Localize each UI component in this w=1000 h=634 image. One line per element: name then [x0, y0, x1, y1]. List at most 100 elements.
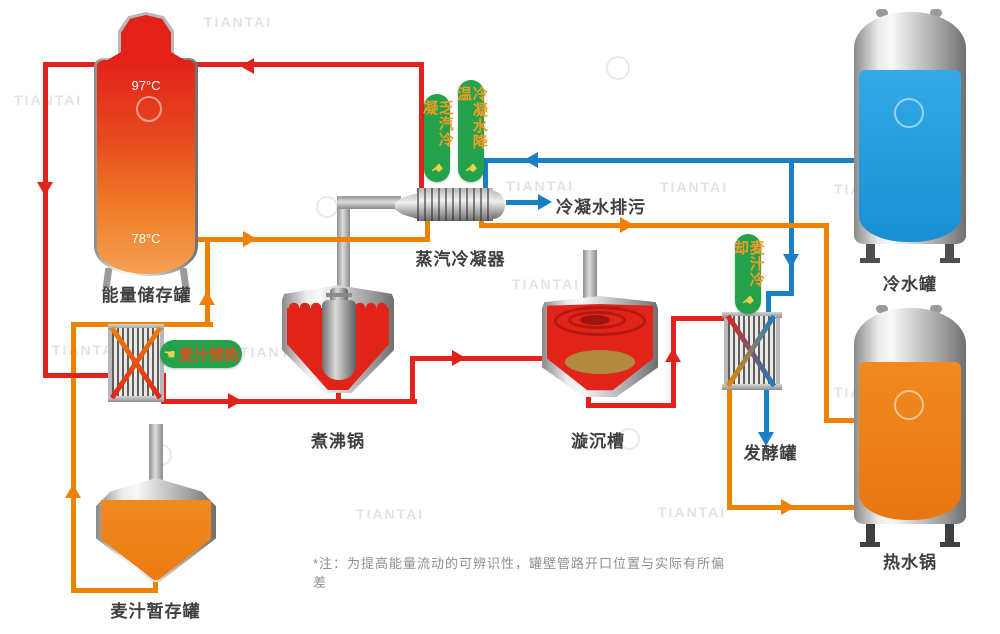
- label-hot-water-tank: 热水锅: [883, 553, 937, 572]
- flow-arrow-right: [620, 217, 634, 233]
- pipe-condenser-hot-riser: [419, 62, 424, 192]
- condenser-right-cap: [491, 191, 505, 219]
- label-steam-condenser: 蒸汽冷凝器: [415, 250, 506, 269]
- energy-storage-tank: 97°C 78°C: [94, 12, 198, 312]
- label-whirlpool: 漩沉槽: [571, 432, 625, 451]
- hand-pointer-icon: ☚: [427, 158, 447, 180]
- temp-bottom-label: 78°C: [131, 231, 161, 246]
- label-energy-tank: 能量储存罐: [101, 286, 192, 305]
- flow-arrow-right: [228, 393, 242, 409]
- pipe-wort-manifold: [161, 399, 417, 404]
- badge-condensate-cooling: 冷凝水降温 ☚: [455, 80, 488, 182]
- calandria-cap-bar: [326, 293, 352, 297]
- tank-leg: [866, 232, 875, 262]
- flow-arrow-right: [452, 350, 466, 366]
- pipe-condenser-to-hotwater: [479, 223, 829, 228]
- footnote: *注：为提高能量流动的可辨识性，罐壁管路开口位置与实际有所偏差: [313, 556, 726, 590]
- tank-leg: [945, 512, 954, 546]
- badge-label: 麦汁冷却: [732, 240, 765, 288]
- preheat-cross-flow: [109, 326, 163, 400]
- tank-nub: [876, 305, 888, 313]
- badge-wort-cooling: 麦汁冷却 ☚: [732, 234, 765, 314]
- watermark-text: TIANTAI: [52, 342, 121, 358]
- hot-water-tank: [854, 305, 966, 561]
- pipe-condenser-bottom-left: [425, 216, 430, 242]
- pipe-97c-left-drop: [43, 62, 48, 378]
- watermark-text: TIANTAI: [506, 178, 575, 194]
- pipe-whirlpool-outlet-stub: [586, 386, 591, 408]
- badge-label: 乏汽冷凝: [421, 100, 454, 148]
- pipe-buffer-outlet: [71, 588, 158, 593]
- label-condensate-drain: 冷凝水排污: [556, 198, 646, 217]
- pipe-hot-wort-into-cooler: [671, 316, 741, 321]
- label-fermenter: 发酵罐: [743, 444, 798, 463]
- exchanger-bottom-flange: [722, 384, 782, 390]
- temp-top-label: 97°C: [131, 78, 161, 93]
- badge-steam-condensing: 乏汽冷凝 ☚: [421, 94, 454, 182]
- exchanger-pillar: [724, 316, 728, 386]
- buffer-wort: [101, 500, 211, 580]
- watermark-text: TIANTAI: [512, 276, 581, 292]
- exchanger-pillar: [108, 328, 112, 398]
- pipe-condenser-bottom-right: [479, 216, 484, 228]
- pipe-condensate-drain: [506, 200, 540, 205]
- label-wort-buffer-tank: 麦汁暂存罐: [110, 602, 201, 621]
- exchanger-bottom-flange: [108, 396, 164, 402]
- swirl-ring-inner: [580, 315, 610, 325]
- exchanger-pillar: [160, 328, 164, 398]
- hand-pointer-icon: ☚: [461, 158, 481, 180]
- tank-foot: [940, 542, 960, 547]
- tank-hot-liquid: [97, 60, 195, 274]
- flow-arrow-up: [199, 291, 215, 305]
- pipe-cooler-warm-out: [727, 386, 732, 510]
- hand-pointer-icon: ☚: [738, 290, 758, 312]
- tank-leg: [866, 512, 875, 546]
- seal-watermark: [316, 196, 338, 218]
- tank-foot: [940, 258, 960, 263]
- label-cold-water-tank: 冷水罐: [883, 275, 937, 294]
- whirlpool-tank: [542, 250, 658, 398]
- pipe-78c-to-condenser: [193, 237, 430, 242]
- flow-arrow-up: [65, 484, 81, 498]
- pipe-coldwater-to-condenser: [483, 158, 488, 194]
- seal-watermark: [606, 56, 630, 80]
- tank-nub: [930, 9, 942, 17]
- watermark-text: TIANTAI: [204, 14, 273, 30]
- watermark-text: TIANTAI: [660, 179, 729, 195]
- steam-pipe-vertical: [337, 196, 350, 294]
- badge-label: 麦汁预热: [178, 346, 239, 364]
- pipe-coldwater-jog: [766, 291, 794, 296]
- pipe-whirlpool-inlet: [410, 356, 550, 361]
- pipe-buffer-riser: [71, 322, 76, 592]
- boil-kettle: [282, 284, 394, 394]
- tank-foot: [860, 542, 880, 547]
- flow-arrow-right: [243, 231, 257, 247]
- flow-arrow-down: [758, 432, 774, 446]
- pipe-cooled-wort-to-fermenter: [764, 386, 769, 432]
- watermark-text: TIANTAI: [14, 92, 83, 108]
- pipe-preheater-riser: [205, 240, 210, 327]
- steam-pipe-horizontal: [337, 196, 401, 209]
- tank-nub: [876, 9, 888, 17]
- exchanger-pillar: [776, 316, 780, 386]
- hot-liquid: [859, 362, 961, 520]
- seal-watermark: [618, 428, 640, 450]
- tank-foot: [860, 258, 880, 263]
- exchanger-top-flange: [108, 324, 164, 330]
- badge-label: 冷凝水降温: [455, 86, 488, 150]
- exchanger-top-flange: [722, 312, 782, 318]
- flow-arrow-up: [665, 348, 681, 362]
- pipe-coldwater-into-cooler: [766, 291, 771, 323]
- pipe-hot-wort-riser: [671, 316, 676, 408]
- pipe-whirlpool-riser: [410, 356, 415, 404]
- pipe-kettle-stub: [336, 384, 341, 402]
- cold-water-tank: [854, 9, 966, 272]
- swirl-ring-middle: [568, 311, 626, 329]
- pipe-coldwater-main: [483, 158, 858, 163]
- cold-liquid: [859, 70, 961, 242]
- flow-arrow-right: [781, 499, 795, 515]
- seal-watermark: [894, 98, 924, 128]
- trub-sediment: [565, 350, 635, 374]
- flow-arrow-down: [37, 182, 53, 196]
